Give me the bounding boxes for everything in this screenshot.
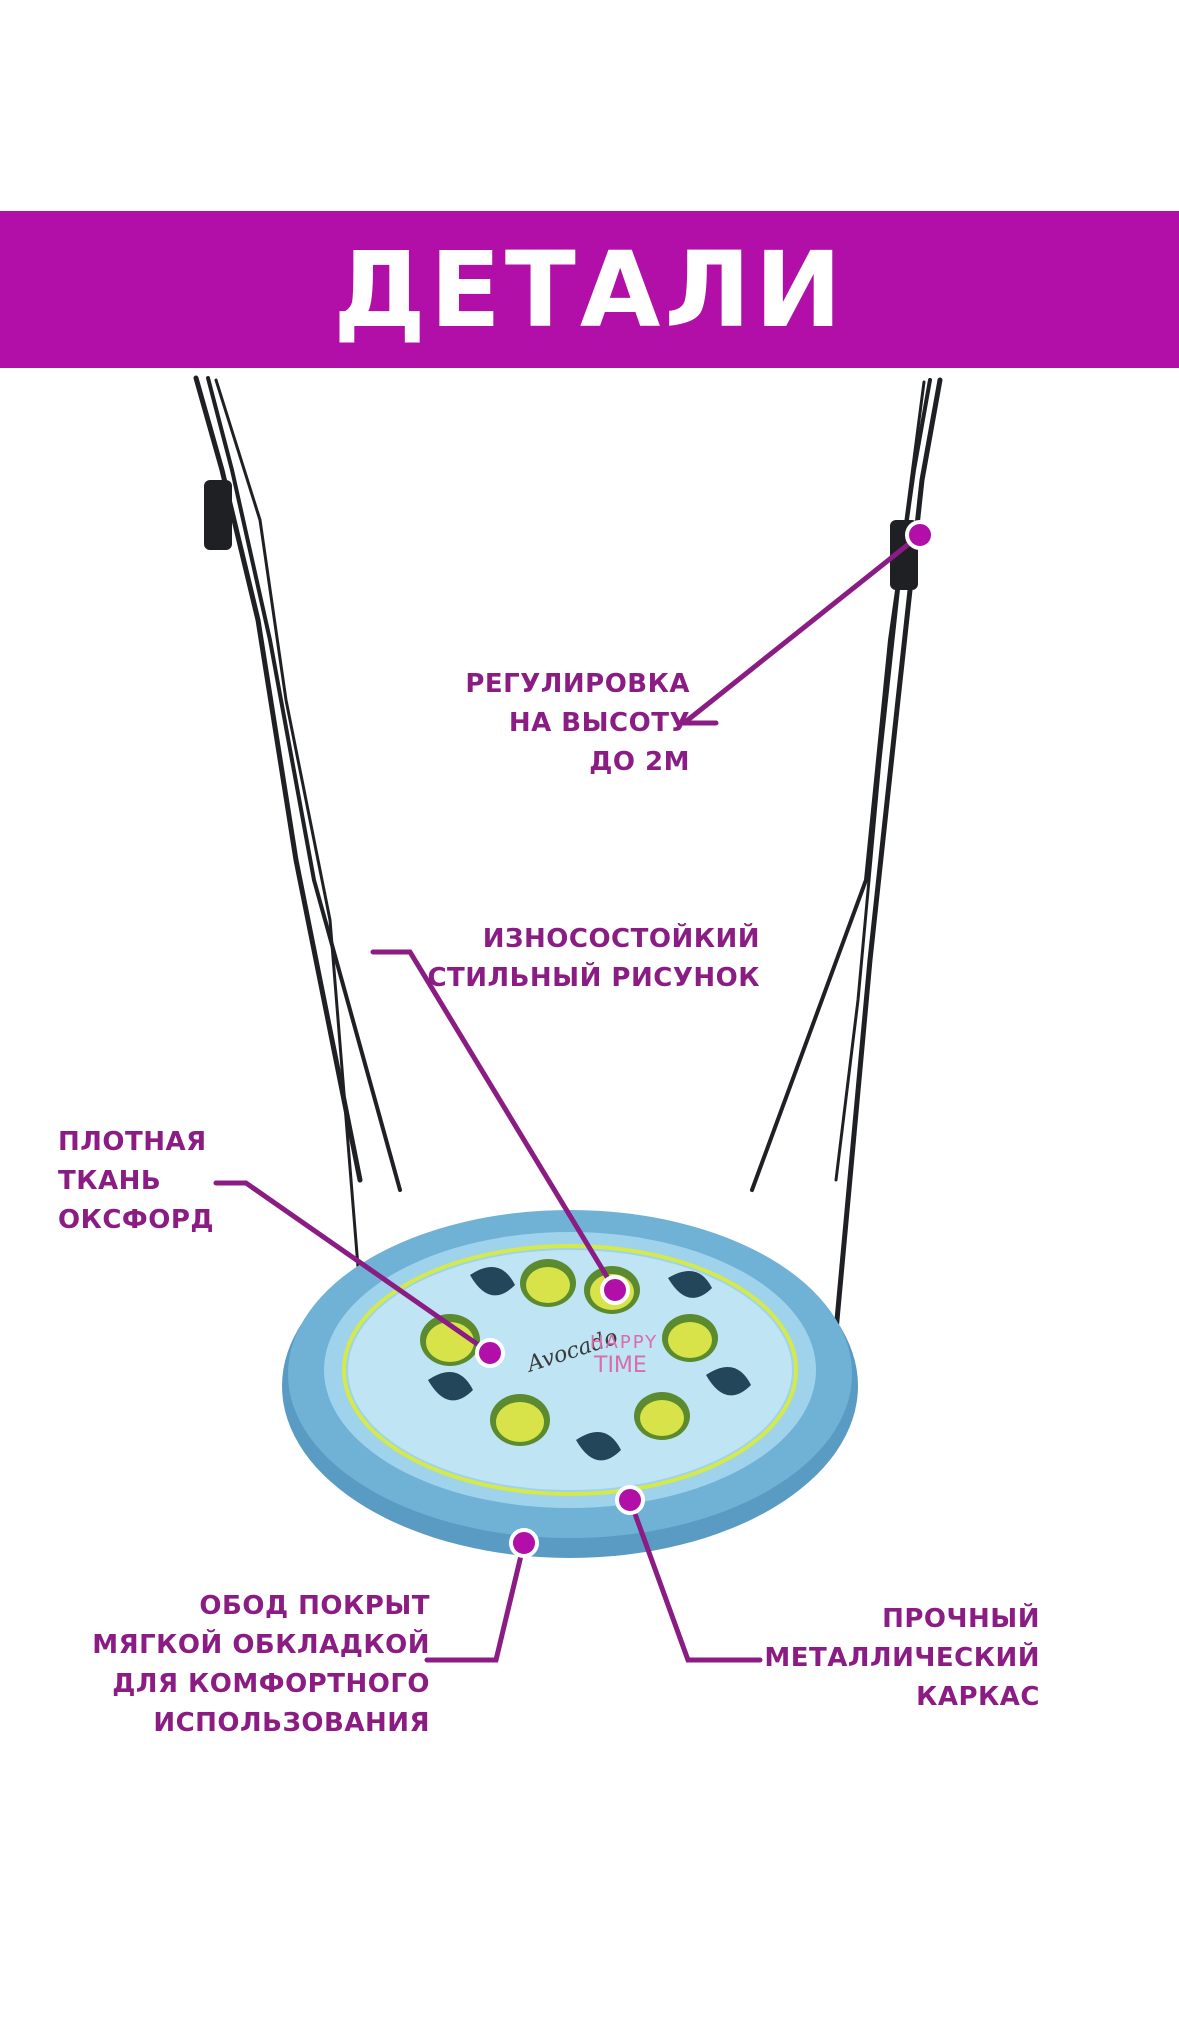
- seat-print-happy: HAPPY: [590, 1332, 658, 1353]
- swing-seat: Avocado HAPPY TIME: [282, 1210, 858, 1558]
- leaf-prints: [428, 1267, 751, 1461]
- callout-durable-print: ИЗНОСОСТОЙКИЙ СТИЛЬНЫЙ РИСУНОК: [427, 924, 760, 993]
- callout-oxford-fabric: ПЛОТНАЯ ТКАНЬ ОКСФОРД: [58, 1127, 215, 1235]
- title-banner: ДЕТАЛИ: [0, 211, 1179, 368]
- callout-dots: [475, 520, 935, 1558]
- page-title: ДЕТАЛИ: [333, 228, 846, 351]
- callout-lines: [213, 532, 923, 1663]
- rope-adjusters: [204, 480, 918, 590]
- ropes: [193, 375, 943, 1443]
- callout-metal-frame: ПРОЧНЫЙ МЕТАЛЛИЧЕСКИЙ КАРКАС: [764, 1604, 1040, 1712]
- callout-height-adjustment: РЕГУЛИРОВКА НА ВЫСОТУ ДО 2М: [465, 669, 690, 777]
- callout-padded-rim: ОБОД ПОКРЫТ МЯГКОЙ ОБКЛАДКОЙ ДЛЯ КОМФОРТ…: [92, 1591, 430, 1738]
- seat-print-time: TIME: [593, 1353, 647, 1378]
